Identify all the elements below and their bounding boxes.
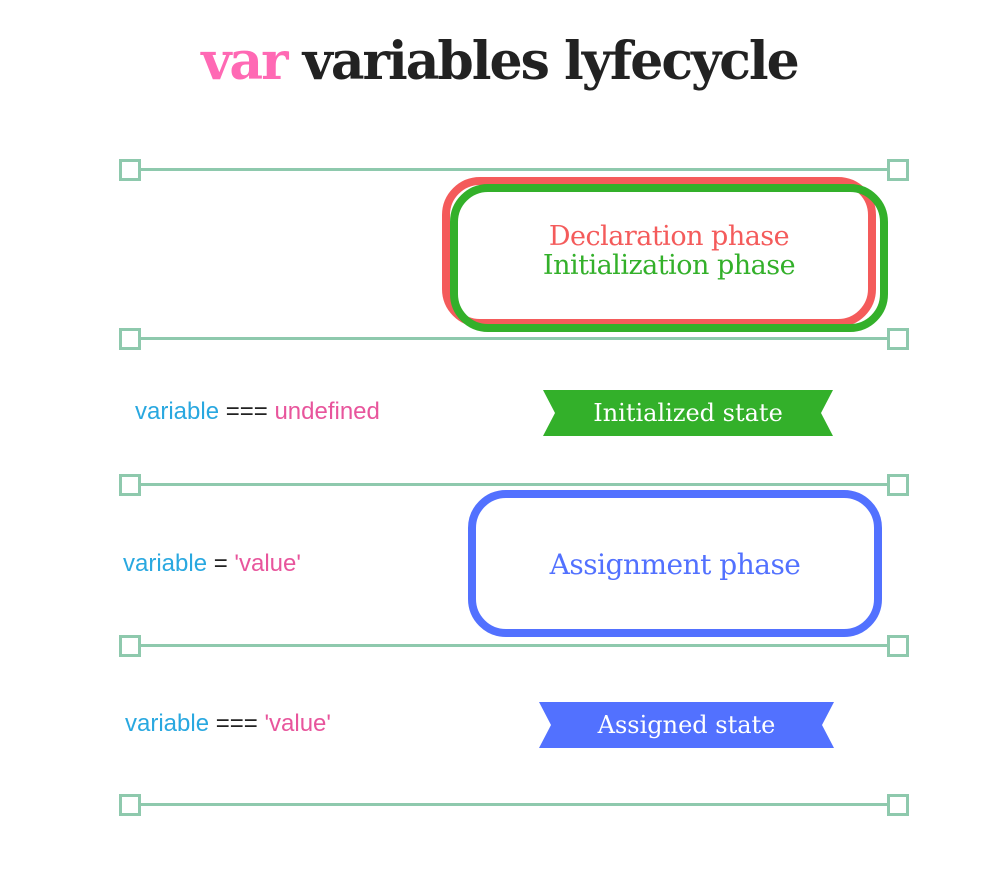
code-operator: === xyxy=(219,398,275,425)
guide-endpoint-right xyxy=(887,328,909,350)
initialization-phase-label: Initialization phase xyxy=(542,250,796,281)
assignment-phase-box xyxy=(468,490,882,637)
guide-endpoint-left xyxy=(119,474,141,496)
guide-line-bar xyxy=(130,483,898,486)
assignment-code: variable = 'value' xyxy=(123,549,301,579)
code-variable: variable xyxy=(135,398,220,425)
title-rest: variables lyfecycle xyxy=(286,31,800,92)
guide-line-bar xyxy=(130,337,898,340)
code-value: 'value' xyxy=(234,550,301,577)
ribbon-shape-icon xyxy=(539,702,834,748)
assignment-phase-label: Assignment phase xyxy=(549,548,801,581)
guide-line-bar xyxy=(130,644,898,647)
initialized-state-label: Initialized state xyxy=(593,399,783,427)
initialization-phase-box xyxy=(450,184,888,332)
assigned-state-code: variable === 'value' xyxy=(125,709,331,739)
assigned-state-label: Assigned state xyxy=(597,711,776,739)
code-value: 'value' xyxy=(264,710,331,737)
code-operator: = xyxy=(207,550,235,577)
declaration-phase-box xyxy=(442,177,876,327)
code-variable: variable xyxy=(123,550,208,577)
code-operator: === xyxy=(209,710,265,737)
ribbon-shape-icon xyxy=(543,390,833,436)
title-keyword: var xyxy=(201,31,288,92)
declaration-phase-label: Declaration phase xyxy=(548,221,790,252)
guide-endpoint-left xyxy=(119,328,141,350)
code-variable: variable xyxy=(125,710,210,737)
assigned-state-ribbon: Assigned state xyxy=(539,702,834,748)
code-value: undefined xyxy=(274,398,380,425)
guide-endpoint-right xyxy=(887,635,909,657)
guide-endpoint-left xyxy=(119,159,141,181)
guide-endpoint-right xyxy=(887,474,909,496)
diagram-title: var variables lyfecycle xyxy=(0,22,999,102)
guide-endpoint-left xyxy=(119,635,141,657)
guide-line-bar xyxy=(130,803,898,806)
guide-line-bar xyxy=(130,168,898,171)
guide-endpoint-right xyxy=(887,794,909,816)
guide-endpoint-right xyxy=(887,159,909,181)
initialized-state-code: variable === undefined xyxy=(135,397,380,427)
initialized-state-ribbon: Initialized state xyxy=(543,390,833,436)
guide-endpoint-left xyxy=(119,794,141,816)
